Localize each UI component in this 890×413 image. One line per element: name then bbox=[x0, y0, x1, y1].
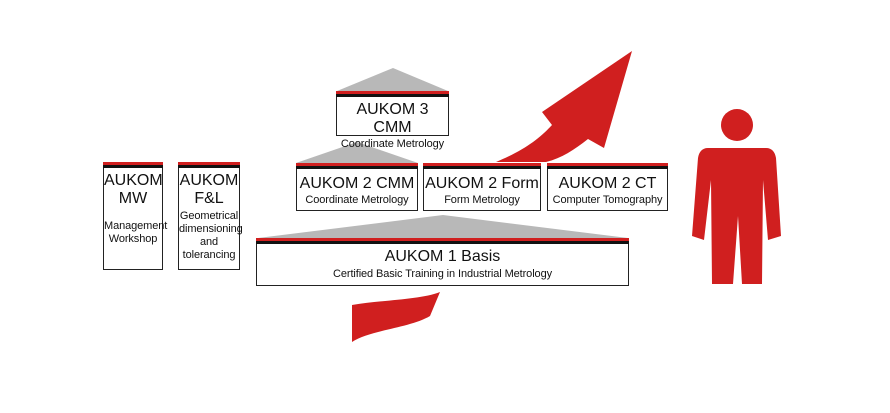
box-subtitle: Coordinate Metrology bbox=[305, 194, 409, 206]
box-subtitle: and bbox=[199, 236, 219, 248]
box-subtitle: dimensioning bbox=[179, 223, 243, 235]
box-subtitle: Coordinate Metrology bbox=[340, 138, 445, 150]
box-aukom-mw: AUKOM MW Management Workshop bbox=[103, 162, 168, 270]
box-title: AUKOM 2 CT bbox=[558, 175, 657, 192]
box-subtitle: Computer Tomography bbox=[552, 194, 663, 206]
box-subtitle: tolerancing bbox=[182, 249, 236, 261]
box-aukom-2-cmm: AUKOM 2 CMM Coordinate Metrology bbox=[296, 163, 418, 211]
box-aukom-2-form: AUKOM 2 Form Form Metrology bbox=[423, 163, 541, 211]
box-title: AUKOM 3 CMM bbox=[356, 101, 429, 136]
roof-cmm3 bbox=[337, 68, 448, 91]
box-subtitle: Workshop bbox=[108, 233, 158, 245]
box-title: AUKOM 2 CMM bbox=[299, 175, 415, 192]
box-title: MW bbox=[118, 190, 148, 207]
box-subtitle: Form Metrology bbox=[444, 194, 520, 206]
box-title: F&L bbox=[194, 190, 224, 207]
box-aukom-fl: AUKOM F&L Geometrical dimensioning and t… bbox=[178, 162, 243, 270]
box-title: AUKOM bbox=[179, 172, 239, 189]
roof-basis1 bbox=[258, 215, 628, 238]
box-subtitle: Management bbox=[104, 220, 168, 232]
box-title: AUKOM 1 Basis bbox=[384, 248, 501, 265]
arrow-tail bbox=[352, 292, 440, 342]
box-subtitle: Geometrical bbox=[179, 210, 239, 222]
box-title: AUKOM 2 Form bbox=[425, 175, 539, 192]
box-subtitle: Certified Basic Training in Industrial M… bbox=[333, 268, 552, 280]
roof-cmm2 bbox=[296, 142, 418, 163]
up-arrow-icon bbox=[496, 51, 632, 162]
box-title: AUKOM bbox=[104, 172, 163, 189]
box-aukom-3-cmm: AUKOM 3 CMM Coordinate Metrology bbox=[336, 91, 449, 150]
person-icon bbox=[692, 109, 781, 284]
box-aukom-2-ct: AUKOM 2 CT Computer Tomography bbox=[547, 163, 668, 211]
box-aukom-1-basis: AUKOM 1 Basis Certified Basic Training i… bbox=[256, 238, 629, 286]
